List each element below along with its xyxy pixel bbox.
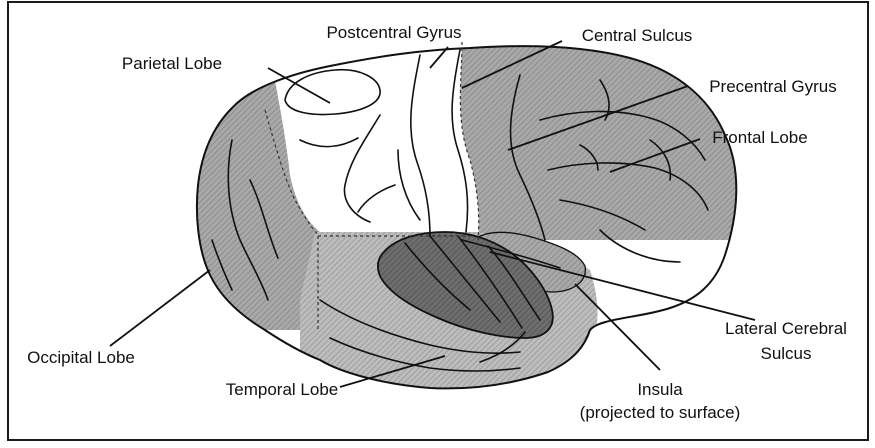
label-lateral-cerebral-sulcus: Lateral Cerebral <box>725 319 847 338</box>
brain-regions <box>180 30 760 410</box>
label-parietal-lobe: Parietal Lobe <box>122 54 222 73</box>
label-insula-note: (projected to surface) <box>580 403 741 422</box>
label-temporal-lobe: Temporal Lobe <box>226 380 338 399</box>
label-insula: Insula <box>637 380 683 399</box>
label-precentral-gyrus: Precentral Gyrus <box>709 77 837 96</box>
label-occipital-lobe: Occipital Lobe <box>27 348 135 367</box>
label-central-sulcus: Central Sulcus <box>582 26 693 45</box>
label-frontal-lobe: Frontal Lobe <box>712 128 807 147</box>
leader-occipital-lobe <box>110 270 210 346</box>
label-postcentral-gyrus: Postcentral Gyrus <box>326 23 461 42</box>
label-lateral-cerebral-sulcus-line2: Sulcus <box>760 344 811 363</box>
